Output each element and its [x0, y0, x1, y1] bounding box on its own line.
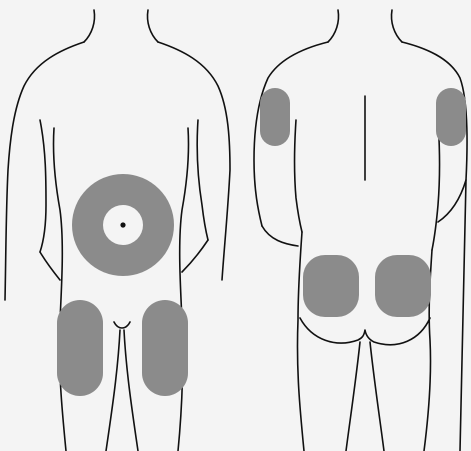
back-right-hand — [438, 180, 466, 222]
front-right-hand — [182, 240, 208, 272]
front-neck-right — [147, 10, 158, 42]
front-view-figure — [5, 10, 230, 451]
back-torso-left-side — [297, 232, 304, 451]
front-right-inner-arm — [197, 120, 208, 240]
back-right-inner-arm — [432, 120, 440, 250]
navel-dot — [120, 222, 125, 227]
left-thigh-injection-zone — [57, 300, 103, 396]
front-left-shoulder-arm — [5, 42, 84, 300]
back-left-inner-arm — [295, 120, 303, 232]
right-thigh-injection-zone — [142, 300, 188, 396]
front-neck-left — [84, 10, 95, 42]
back-inner-left-leg — [346, 342, 360, 451]
back-neck-right — [391, 10, 402, 42]
front-torso-right-side — [178, 128, 189, 451]
right-upper-arm-injection-zone — [436, 88, 466, 146]
back-neck-left — [328, 10, 339, 42]
left-buttock-injection-zone — [303, 255, 359, 317]
left-upper-arm-injection-zone — [260, 88, 290, 146]
front-torso-left-side — [53, 128, 66, 451]
back-view-figure — [254, 10, 467, 451]
front-inner-left-leg — [106, 330, 120, 451]
right-buttock-injection-zone — [375, 255, 431, 317]
front-left-hand — [40, 252, 60, 280]
front-inner-right-leg — [124, 330, 138, 451]
front-crotch — [114, 322, 130, 328]
back-left-hand — [262, 226, 298, 246]
buttocks-outline — [300, 318, 430, 345]
back-inner-right-leg — [370, 342, 384, 451]
front-left-inner-arm — [40, 120, 46, 252]
